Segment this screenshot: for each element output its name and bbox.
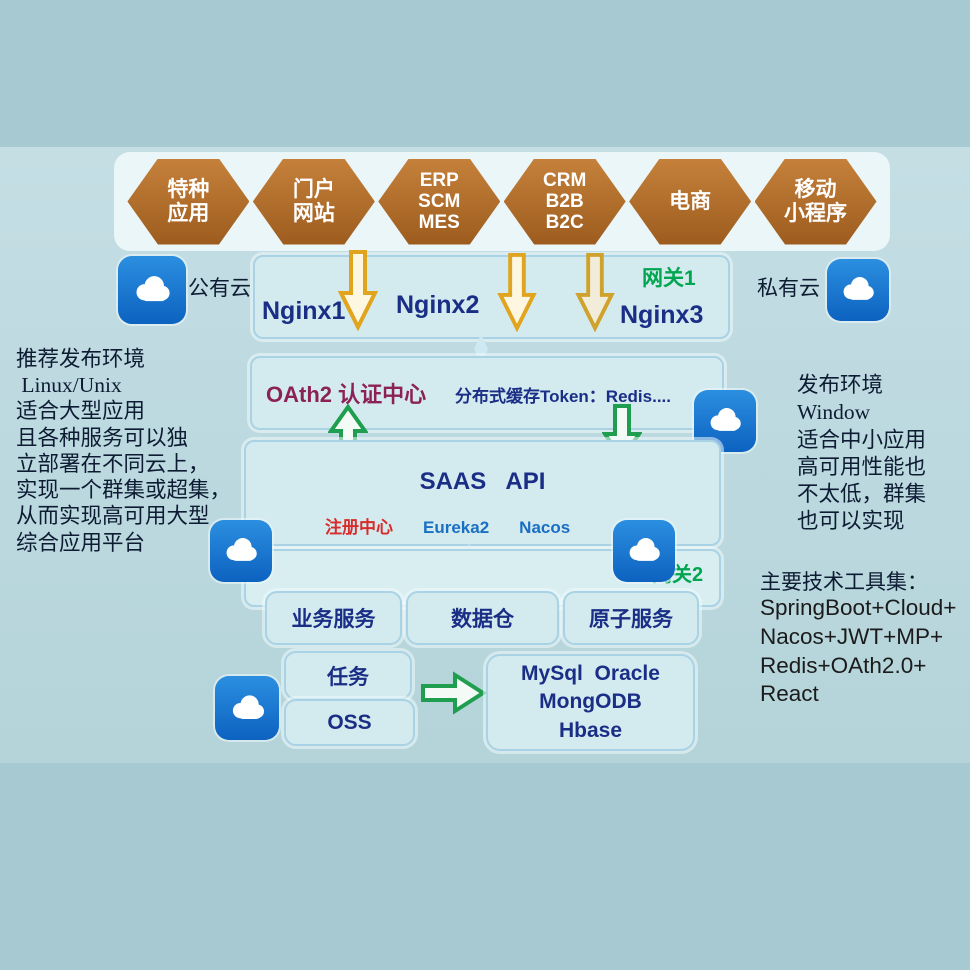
cloud-icon-private	[827, 259, 889, 321]
tools-body: SpringBoot+Cloud+ Nacos+JWT+MP+ Redis+OA…	[760, 595, 957, 707]
down-arrow-icon	[575, 252, 615, 332]
cloud-icon-public	[118, 256, 186, 324]
nginx2-label: Nginx2	[396, 291, 480, 319]
nginx3-label: Nginx3	[620, 301, 704, 329]
right-arrow-icon	[421, 671, 486, 715]
business-service-box: 业务服务	[265, 591, 402, 645]
registry-label: 注册中心	[325, 518, 393, 537]
oauth-box	[250, 356, 724, 430]
down-arrow-icon	[497, 252, 537, 332]
right-note: 发布环境 Window 适合中小应用 高可用性能也 不太低，群集 也可以实现	[797, 373, 927, 534]
apps-panel: 特种 应用 门户 网站 ERP SCM MES CRM B2B B2C 电商 移…	[114, 152, 890, 251]
cache-token-label: 分布式缓存Token：Redis....	[455, 387, 671, 406]
hex-ecommerce: 电商	[629, 158, 752, 245]
saas-api-title: SAAS API	[419, 468, 546, 495]
oss-box: OSS	[284, 699, 415, 746]
down-arrow-icon	[338, 250, 378, 331]
hex-portal-site: 门户 网站	[252, 158, 375, 245]
hex-special-apps: 特种 应用	[127, 158, 250, 245]
registry-row: 注册中心 Eureka2 Nacos	[325, 513, 570, 538]
nacos-label: Nacos	[519, 518, 571, 537]
left-note: 推荐发布环境 Linux/Unix 适合大型应用 且各种服务可以独 立部署在不同…	[16, 347, 232, 555]
cloud-icon-registry-left	[210, 520, 272, 582]
cloud-icon-registry-right	[613, 520, 675, 582]
public-cloud-label: 公有云	[188, 276, 251, 300]
cloud-icon-storage	[215, 676, 279, 740]
data-warehouse-box: 数据仓	[406, 591, 559, 645]
oauth-label: OAth2 认证中心	[266, 382, 427, 407]
task-box: 任务	[284, 651, 412, 700]
nginx-gateway-box	[253, 255, 730, 339]
hex-mini-program: 移动 小程序	[754, 158, 877, 245]
gateway1-label: 网关1	[642, 267, 696, 290]
tools-title: 主要技术工具集：	[760, 570, 928, 594]
nginx1-label: Nginx1	[262, 297, 346, 325]
atomic-service-box: 原子服务	[563, 591, 699, 645]
eureka-label: Eureka2	[423, 518, 490, 537]
hex-crm-b2b-b2c: CRM B2B B2C	[503, 158, 626, 245]
hex-erp-scm-mes: ERP SCM MES	[378, 158, 501, 245]
private-cloud-label: 私有云	[757, 276, 820, 300]
database-box: MySql Oracle MongODB Hbase	[486, 654, 695, 751]
